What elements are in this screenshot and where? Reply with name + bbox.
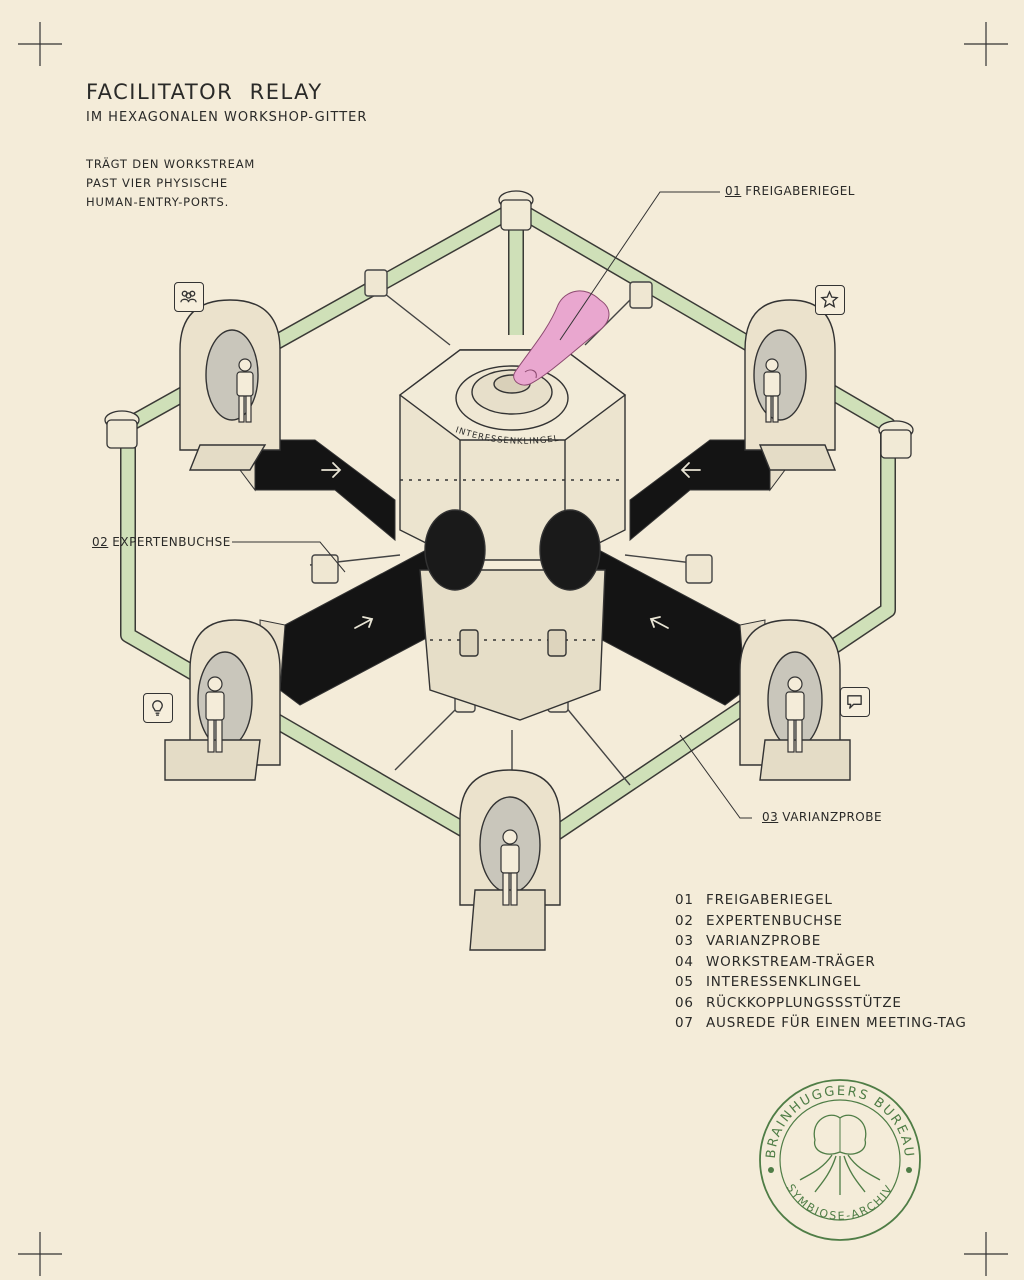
entry-port-bottom: [459, 769, 561, 951]
callout-number: 02: [92, 535, 109, 549]
lightbulb-icon: [143, 693, 173, 723]
human-figures: [205, 358, 805, 906]
central-hub: [398, 349, 627, 721]
callout-number: 01: [725, 184, 742, 198]
description-line: HUMAN-ENTRY-PORTS.: [86, 195, 230, 209]
description-line: PAST VIER PHYSISCHE: [86, 176, 228, 190]
callout-label: EXPERTENBUCHSE: [112, 535, 231, 549]
callout-number: 03: [762, 810, 779, 824]
entry-port-top-right: [744, 299, 837, 471]
speech-bubble-icon: [840, 687, 870, 717]
entry-port-top-left: [179, 299, 281, 471]
callout-label: VARIANZPROBE: [782, 810, 883, 824]
struts: [309, 269, 713, 790]
star-icon: [815, 285, 845, 315]
frame-posts: [104, 190, 914, 459]
leader-lines: [232, 191, 752, 819]
archive-seal: BRAINHUGGERS BUREAU SYMBIOSE-ARCHIV: [759, 1079, 921, 1241]
description-line: TRÄGT DEN WORKSTREAM: [86, 157, 256, 171]
diagram-description: TRÄGT DEN WORKSTREAM PAST VIER PHYSISCHE…: [86, 155, 255, 212]
diagram-title: FACILITATOR RELAY: [86, 80, 323, 104]
callout-label: FREIGABERIEGEL: [745, 184, 855, 198]
people-icon: [174, 282, 204, 312]
diagram-subtitle: IM HEXAGONALEN WORKSHOP-GITTER: [86, 110, 368, 125]
